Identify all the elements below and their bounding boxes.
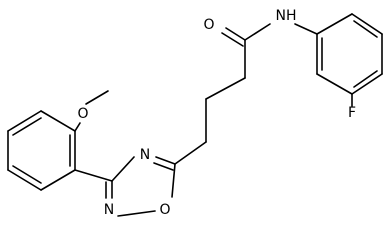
bond bbox=[153, 162, 174, 171]
chemical-structure: O NH F O N N O bbox=[7, 8, 383, 218]
bond bbox=[74, 122, 81, 132]
methoxy-oxygen-label: O bbox=[77, 106, 88, 122]
bond bbox=[353, 70, 378, 88]
ring-oxygen-1-label: O bbox=[159, 202, 170, 218]
bonds bbox=[7, 13, 383, 217]
bond bbox=[316, 73, 353, 95]
bond bbox=[40, 169, 76, 191]
amide-nh-label: NH bbox=[276, 8, 297, 24]
bond bbox=[294, 23, 318, 35]
bond bbox=[221, 32, 244, 47]
bond bbox=[316, 13, 353, 35]
bond bbox=[205, 77, 246, 100]
bond bbox=[225, 27, 246, 41]
bond bbox=[12, 165, 42, 184]
bond bbox=[74, 169, 113, 182]
atom-labels: O NH F O N N O bbox=[77, 8, 356, 218]
bond bbox=[155, 156, 176, 165]
bond bbox=[353, 20, 378, 38]
bond bbox=[7, 169, 42, 191]
structure-canvas: O NH F O N N O bbox=[7, 8, 383, 218]
ring-nitrogen-2-label: N bbox=[104, 202, 114, 218]
bond bbox=[12, 117, 42, 136]
bond bbox=[40, 110, 76, 132]
bond bbox=[7, 110, 42, 132]
bond bbox=[244, 23, 271, 41]
bond bbox=[174, 141, 207, 165]
bond bbox=[117, 210, 156, 217]
bond bbox=[351, 13, 383, 35]
bond bbox=[85, 90, 109, 105]
ring-nitrogen-4-label: N bbox=[140, 147, 150, 163]
bond bbox=[111, 156, 135, 182]
bond bbox=[351, 73, 383, 95]
fluorine-label: F bbox=[348, 105, 356, 121]
carbonyl-oxygen-label: O bbox=[203, 17, 214, 33]
bond bbox=[171, 163, 176, 198]
